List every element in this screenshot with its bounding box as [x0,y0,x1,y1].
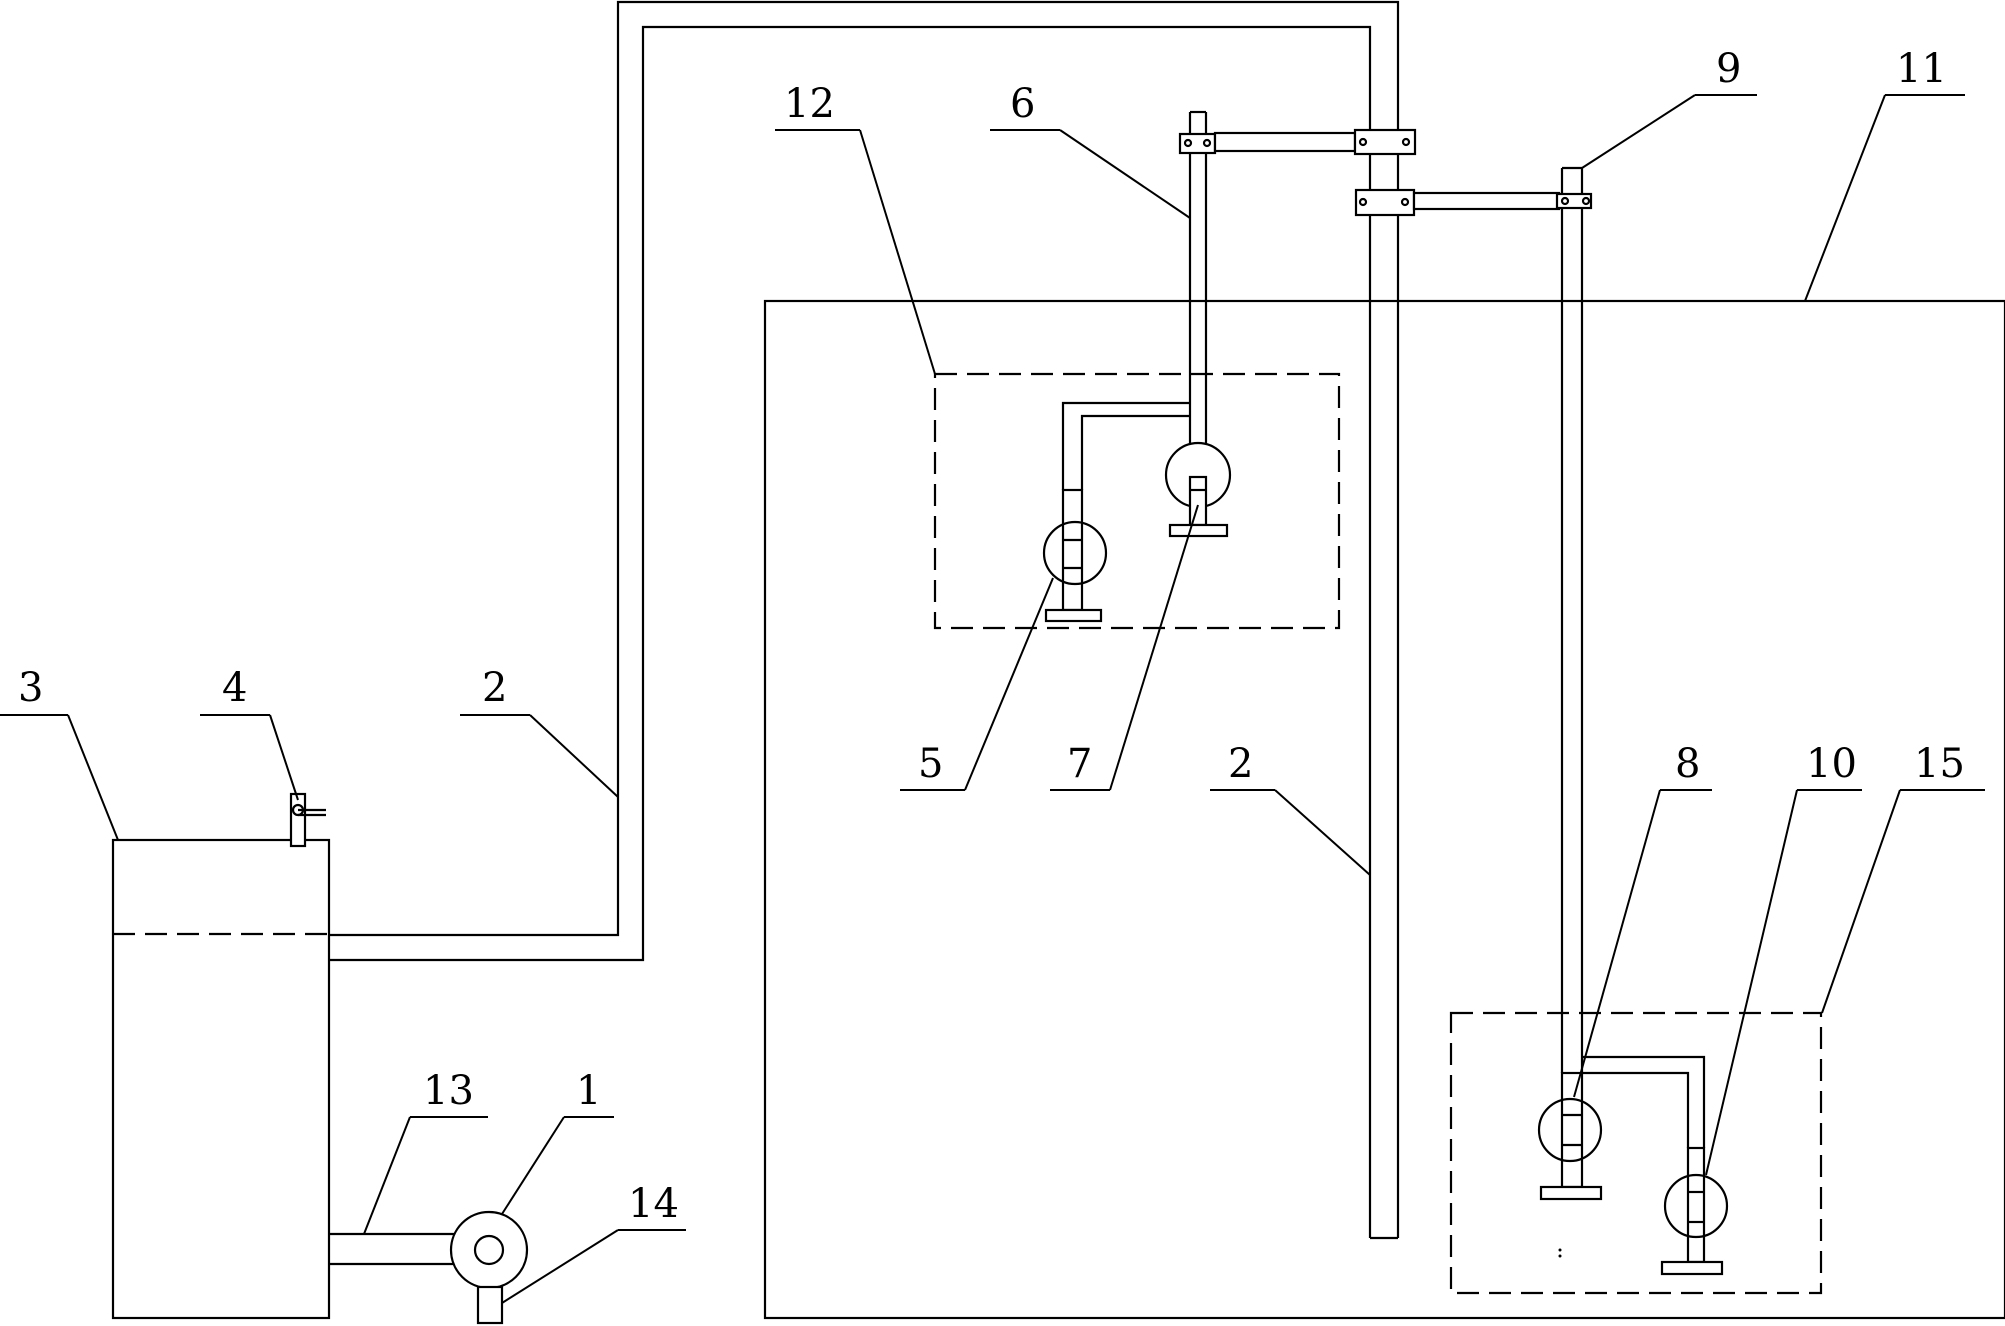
sprinkler-5 [1042,488,1108,623]
label-5: 5 [918,741,943,787]
label-7: 7 [1067,741,1092,787]
pump [449,1210,529,1290]
label-2-left: 2 [482,665,507,711]
pump-outlet [476,1285,504,1325]
valve [289,792,326,848]
label-15: 15 [1914,741,1965,787]
label-3: 3 [18,665,43,711]
sprinkler-7 [1164,403,1232,538]
inlet-pipe [329,1232,454,1266]
group-upper-box [933,372,1341,630]
enclosure [763,299,2005,1320]
main-pipe [329,0,1400,1240]
riser-right [1354,166,1593,1073]
lower-group-piping [1582,1055,1706,1148]
label-1: 1 [576,1068,601,1114]
label-8: 8 [1675,741,1700,787]
sprinkler-10 [1660,1146,1729,1276]
label-4: 4 [222,665,247,711]
label-13: 13 [423,1068,474,1114]
label-6: 6 [1010,81,1035,127]
label-10: 10 [1806,741,1857,787]
group-lower-box [1449,1011,1823,1295]
riser-left [1178,110,1417,403]
tank [111,838,331,1320]
label-11: 11 [1896,46,1947,92]
label-9: 9 [1716,46,1741,92]
label-14: 14 [628,1181,679,1227]
sprinkler-8 [1537,1071,1603,1201]
label-12: 12 [784,81,835,127]
upper-group-piping [1061,401,1190,490]
label-2-lower: 2 [1228,741,1253,787]
